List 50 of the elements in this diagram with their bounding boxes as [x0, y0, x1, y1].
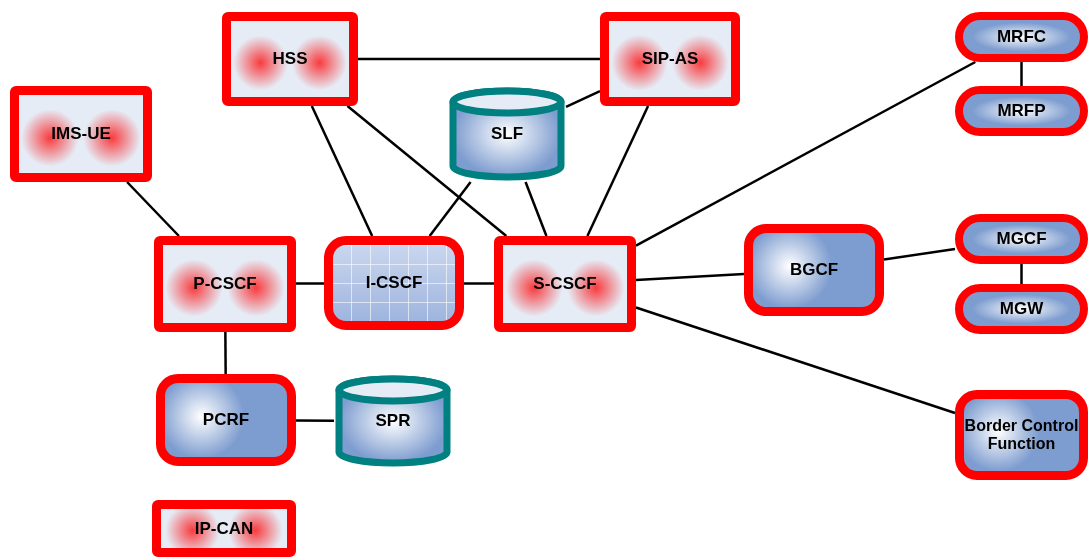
connector-line: [428, 181, 472, 237]
network-function-box: [154, 236, 296, 332]
network-function-pill: [955, 214, 1088, 264]
node-label: Border Control Function: [964, 416, 1079, 454]
connector-line: [635, 272, 745, 282]
connector-line: [358, 57, 600, 61]
network-function-box: [494, 236, 636, 332]
node-label: SLF: [490, 124, 524, 144]
node-label: PCRF: [202, 410, 250, 430]
connector-line: [346, 105, 508, 237]
node-label: MGCF: [996, 229, 1047, 249]
connector-line: [635, 306, 956, 415]
connector-line: [224, 332, 227, 374]
network-function-box: [600, 12, 740, 106]
node-label: I-CSCF: [365, 273, 423, 293]
node-label: P-CSCF: [193, 274, 257, 294]
connector-line: [524, 181, 548, 237]
network-function-box: [744, 224, 884, 316]
node-label: HSS: [272, 49, 308, 69]
connector-line: [126, 181, 180, 237]
node-label: MRFC: [996, 27, 1047, 47]
network-function-box: [10, 86, 152, 182]
node-label: IP-CAN: [194, 518, 254, 539]
database-cylinder: [334, 374, 452, 468]
network-function-pill: [955, 86, 1088, 136]
connector-line: [310, 105, 374, 237]
connector-line: [1020, 264, 1023, 284]
network-function-pill: [955, 284, 1088, 334]
connector-line: [1020, 62, 1023, 86]
network-function-box: [324, 236, 464, 330]
node-label: S-CSCF: [533, 274, 597, 294]
database-cylinder: [448, 86, 566, 182]
connector-line: [296, 282, 324, 285]
network-function-pill: [955, 12, 1088, 62]
node-label: SIP-AS: [641, 49, 699, 69]
node-label: BGCF: [789, 260, 839, 280]
node-label: IMS-UE: [51, 124, 111, 144]
connector-line: [565, 90, 601, 108]
network-function-box: [152, 500, 296, 557]
network-function-box: [222, 12, 358, 106]
network-function-box: [156, 374, 296, 466]
node-label: MRFP: [997, 101, 1046, 121]
connector-line: [464, 282, 494, 285]
node-label: MGW: [999, 299, 1044, 319]
connector-line: [883, 247, 956, 261]
connector-line: [586, 105, 650, 237]
connector-line: [635, 60, 976, 247]
connector-line: [296, 419, 334, 422]
node-label: SPR: [375, 411, 411, 431]
network-function-box: [955, 390, 1088, 480]
